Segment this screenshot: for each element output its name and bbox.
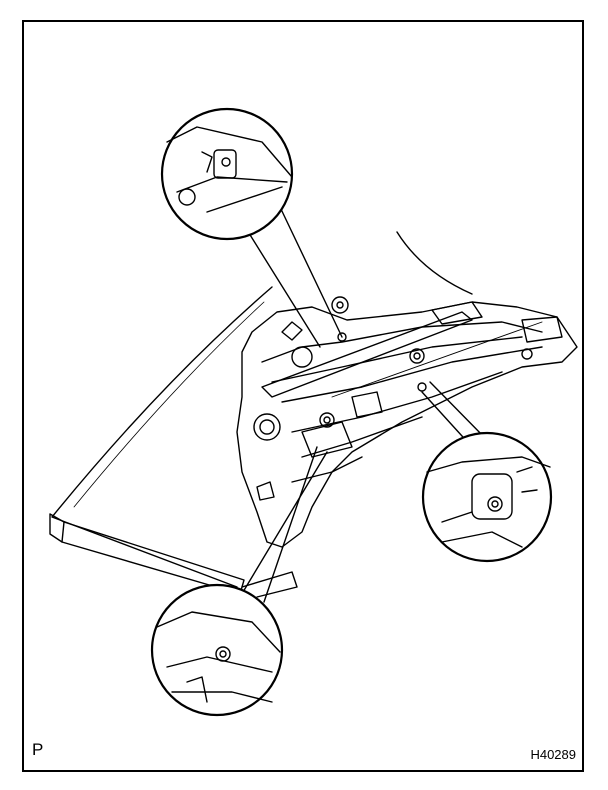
regulator-cable (396, 231, 473, 295)
door-glass (51, 286, 273, 588)
callout-leaders (236, 206, 488, 603)
regulator-drawing (49, 107, 578, 717)
lift-arm (261, 311, 543, 398)
detail-callout-right (421, 431, 553, 563)
mounting-nuts (319, 296, 427, 428)
regulator-body (236, 301, 578, 548)
corner-letter: P (32, 740, 44, 759)
detail-callout-bottom (150, 583, 284, 717)
detail-callout-top (160, 107, 294, 241)
figure-code: H40289 (530, 747, 576, 762)
figure-frame: P H40289 (22, 20, 584, 772)
glass-channel (49, 513, 298, 598)
